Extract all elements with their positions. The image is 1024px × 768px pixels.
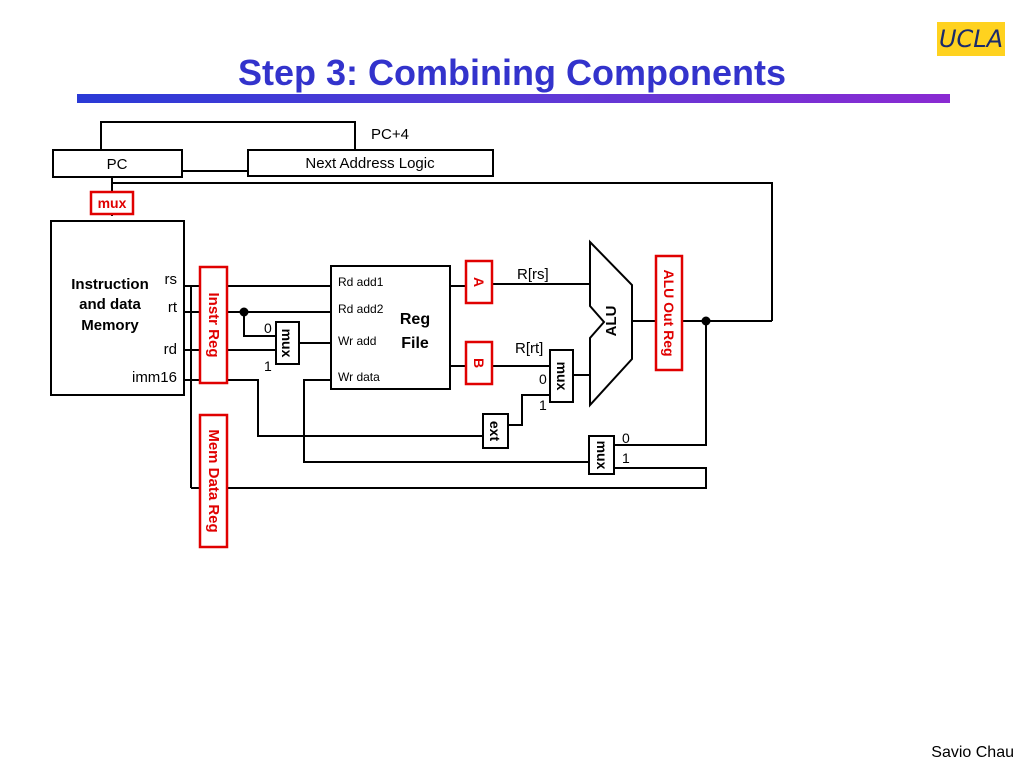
wire-imm16-ext xyxy=(227,379,483,437)
junction-aluout xyxy=(701,316,711,326)
wb-mux-label: mux xyxy=(594,441,610,470)
reg-b-label: B xyxy=(471,358,487,368)
reg-a-label: A xyxy=(471,277,487,287)
r-rs-label: R[rs] xyxy=(517,266,549,283)
alu-mux-in1: 1 xyxy=(539,397,547,413)
alu-mux-in0: 0 xyxy=(539,371,547,387)
next-address-logic-label: Next Address Logic xyxy=(305,155,435,172)
pc-plus4-label: PC+4 xyxy=(371,126,409,143)
reg-port-rdadd2: Rd add2 xyxy=(338,302,384,316)
junction-rt xyxy=(239,307,249,317)
alu-shape xyxy=(589,239,633,408)
alu-out-reg-label: ALU Out Reg xyxy=(661,269,677,356)
instr-reg-label: Instr Reg xyxy=(205,292,222,357)
reg-port-wrdata: Wr data xyxy=(338,370,380,384)
wb-mux-in0: 0 xyxy=(622,430,630,446)
title-underline xyxy=(77,94,950,103)
wr-add-mux-box xyxy=(275,321,300,365)
wire-rt-mux xyxy=(243,312,276,337)
wb-mux-in1: 1 xyxy=(622,450,630,466)
author-footer: Savio Chau xyxy=(931,744,1014,761)
reg-file-label-1: Reg xyxy=(400,311,430,328)
pc-mux-label: mux xyxy=(98,195,127,211)
ext-box xyxy=(482,413,509,449)
memory-label-3: Memory xyxy=(81,317,139,334)
alu-out-reg-box xyxy=(654,254,684,372)
mem-out-rs: rs xyxy=(165,271,178,288)
wire-pc-plus4 xyxy=(100,121,356,150)
mem-out-rd: rd xyxy=(164,341,177,358)
wr-add-mux-label: mux xyxy=(279,329,295,358)
reg-file-label-2: File xyxy=(401,335,429,352)
reg-a-box xyxy=(464,259,494,305)
alu-label: ALU xyxy=(603,306,620,337)
pc-label: PC xyxy=(107,156,128,173)
memory-label-2: and data xyxy=(79,296,141,313)
mem-data-reg-box xyxy=(198,413,229,549)
reg-port-wradd: Wr add xyxy=(338,334,376,348)
r-rt-label: R[rt] xyxy=(515,340,543,357)
reg-port-rdadd1: Rd add1 xyxy=(338,275,384,289)
ucla-logo: UCLA xyxy=(937,22,1005,56)
next-address-logic-box xyxy=(247,149,494,177)
pc-box xyxy=(52,149,183,178)
memory-label-1: Instruction xyxy=(71,276,149,293)
wr-add-mux-in1: 1 xyxy=(264,358,272,374)
wire-ext-mux xyxy=(508,394,550,426)
mem-out-rt: rt xyxy=(168,299,178,316)
ext-label: ext xyxy=(487,421,503,442)
mem-out-imm16: imm16 xyxy=(132,369,177,386)
reg-b-box xyxy=(464,340,494,386)
instr-reg-box xyxy=(198,265,229,385)
wire-aluout-mux xyxy=(614,321,707,446)
slide-title: Step 3: Combining Components xyxy=(238,52,786,93)
alu-mux-label: mux xyxy=(554,362,570,391)
wr-add-mux-in0: 0 xyxy=(264,320,272,336)
mem-data-reg-label: Mem Data Reg xyxy=(205,429,222,532)
wb-mux-box xyxy=(588,435,615,475)
alu-mux-box xyxy=(549,349,574,403)
wire-memdata-mux xyxy=(191,467,707,489)
reg-file-box xyxy=(330,265,451,390)
wire-wrdata xyxy=(303,379,589,463)
memory-box xyxy=(50,220,185,396)
pc-mux-box xyxy=(89,190,135,216)
